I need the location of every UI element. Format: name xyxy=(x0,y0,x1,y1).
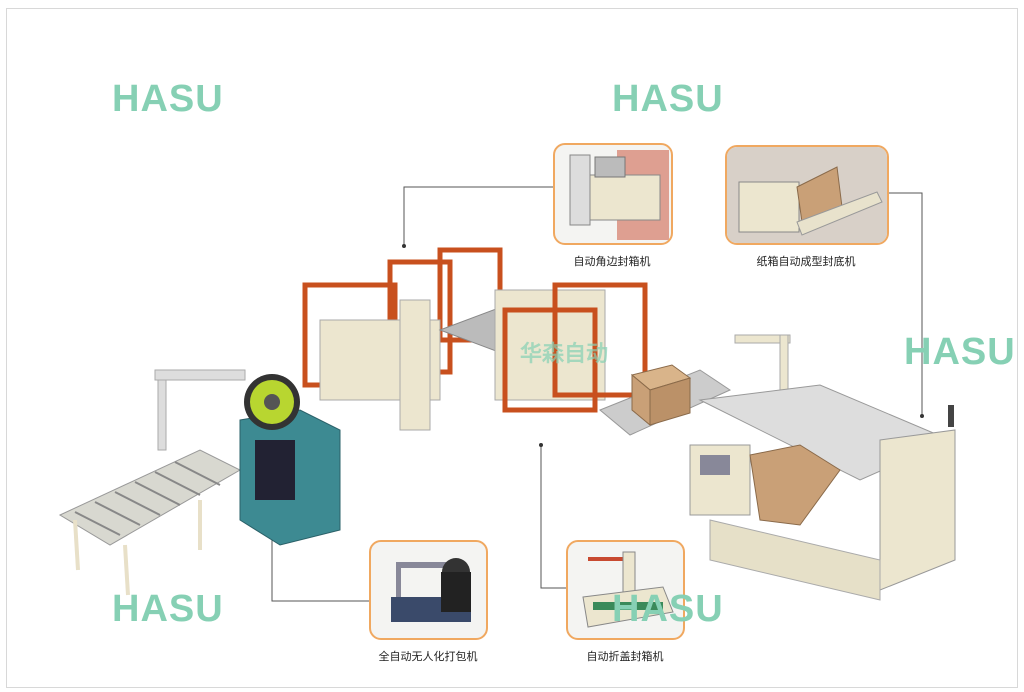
case-erector-photo xyxy=(727,147,887,243)
flap-folding-sealer xyxy=(494,282,648,413)
hasu-watermark: HASU xyxy=(612,588,724,630)
callout-label: 全自动无人化打包机 xyxy=(378,650,478,663)
page-frame xyxy=(6,8,1018,688)
callout-label: 自动角边封箱机 xyxy=(573,255,651,268)
case-erector xyxy=(689,334,956,601)
callout-label: 纸箱自动成型封底机 xyxy=(756,255,856,268)
callout-corner-edge-sealer xyxy=(553,143,673,245)
hasu-watermark: HASU xyxy=(112,78,224,120)
callout-flap-folding-sealer xyxy=(566,540,685,640)
left-roller-conveyor xyxy=(58,369,246,596)
callout-label: 自动折盖封箱机 xyxy=(586,650,664,663)
callout-case-erector xyxy=(725,145,889,245)
hasu-watermark: HASU xyxy=(612,78,724,120)
hasu-watermark: HASU xyxy=(904,331,1016,373)
callout-strapping-machine xyxy=(369,540,488,640)
leader-lines xyxy=(271,186,923,602)
center-watermark: 华森自动 xyxy=(520,342,609,367)
carton-box xyxy=(630,364,692,427)
strapping-machine-photo xyxy=(391,558,471,622)
hasu-watermark: HASU xyxy=(112,588,224,630)
flap-folding-sealer-photo xyxy=(582,551,674,628)
corner-edge-sealer-photo xyxy=(569,150,669,240)
strapping-machine xyxy=(239,374,341,546)
